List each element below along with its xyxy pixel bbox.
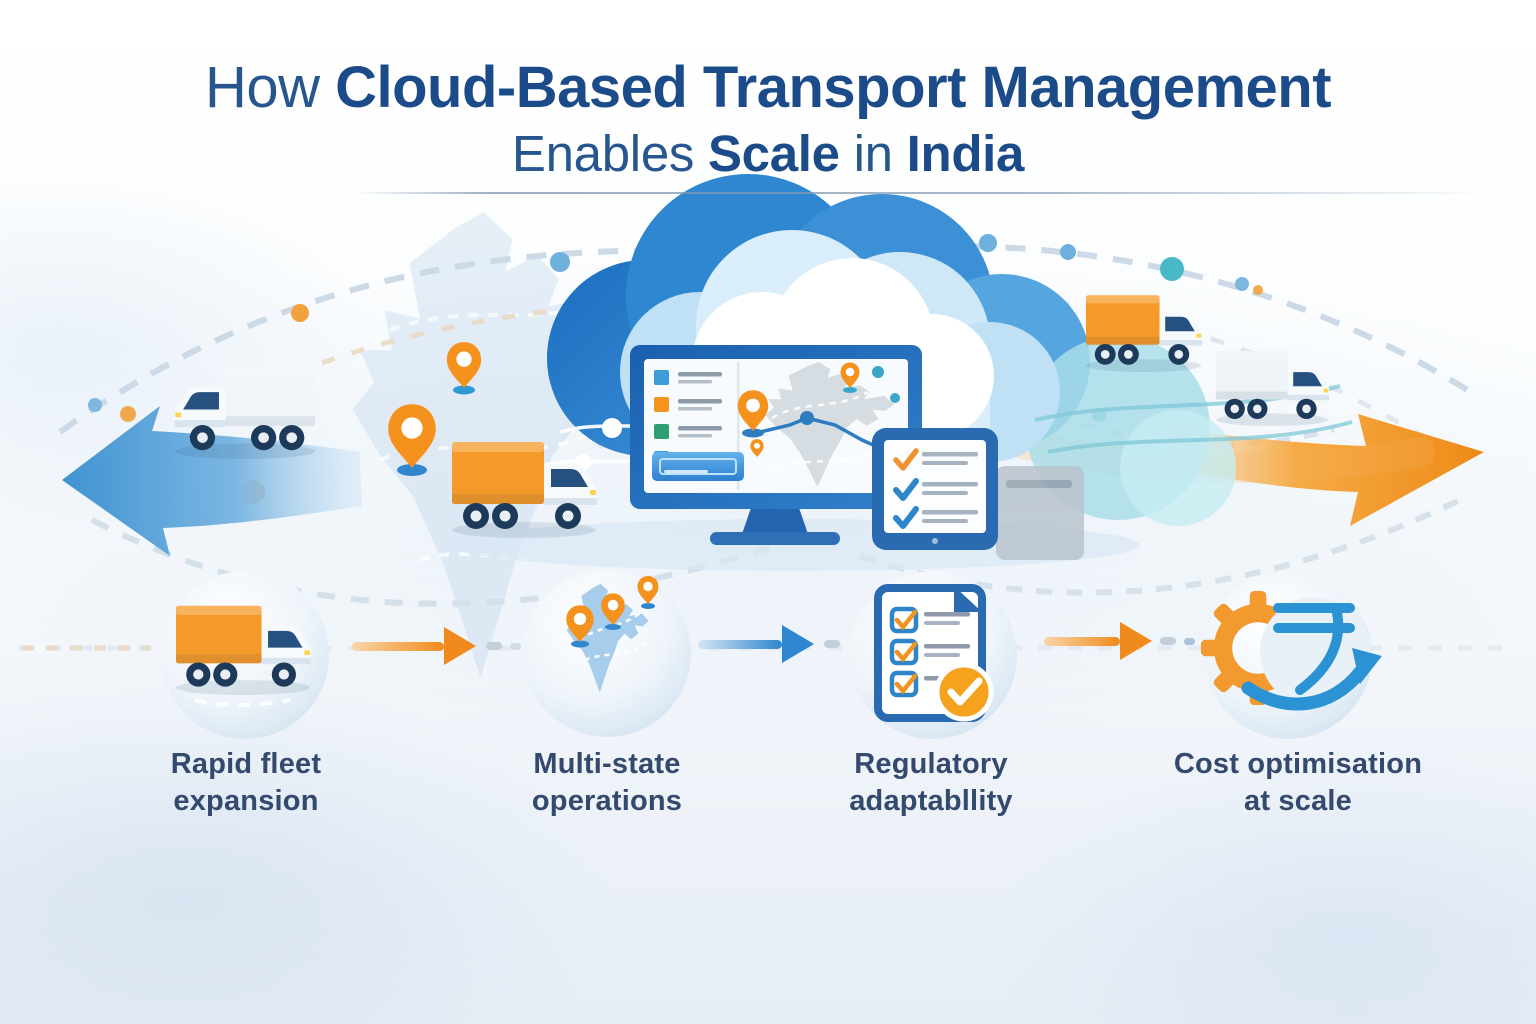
- title-main-bold: Cloud-Based Transport Management: [335, 55, 1332, 120]
- page-title: How Cloud-Based Transport Management Ena…: [0, 55, 1536, 182]
- left-flow-arrow-icon: [62, 406, 362, 556]
- step-icon-multi-state: [523, 569, 691, 737]
- printer-shape: [996, 466, 1084, 560]
- truck-icon: [452, 442, 597, 538]
- step-label-cost-optimisation: Cost optimisation at scale: [1173, 748, 1423, 818]
- dashboard-map: [737, 362, 900, 488]
- truck-icon: [1086, 295, 1202, 372]
- step-connector-arrow-icon: [352, 627, 521, 665]
- compliance-checklist-icon: [874, 584, 994, 722]
- step-connector-arrow-icon: [698, 625, 840, 663]
- step-label-regulatory: Regulatory adaptabllity: [849, 748, 1013, 818]
- map-pin-icon: [388, 342, 482, 476]
- step-icon-regulatory: [849, 571, 1017, 739]
- india-map-pins-icon: [566, 575, 659, 693]
- step-label-rapid-fleet: Rapid fleet expansion: [170, 748, 322, 818]
- truck-icon: [1216, 351, 1330, 426]
- dashboard-button: [652, 452, 744, 481]
- growth-arrow-icon: [1241, 665, 1367, 711]
- title-underline: [352, 192, 1492, 194]
- truck-icon: [174, 365, 315, 459]
- title-word-how: How: [204, 55, 320, 120]
- checklist-tablet-icon: [872, 428, 998, 550]
- dashboard-monitor-icon: [630, 345, 922, 545]
- title-line-1: How Cloud-Based Transport Management: [0, 55, 1536, 121]
- title-line-2: Enables Scale in India: [511, 124, 1025, 182]
- rupee-icon: [1273, 603, 1355, 695]
- step-connector-arrow-icon: [1044, 622, 1195, 660]
- gear-rupee-growth-icon: [1201, 591, 1382, 707]
- step-label-multi-state: Multi-state operations: [531, 748, 683, 818]
- step-icon-cost-optimisation: [1201, 571, 1382, 739]
- step-icon-rapid-fleet: [161, 571, 329, 739]
